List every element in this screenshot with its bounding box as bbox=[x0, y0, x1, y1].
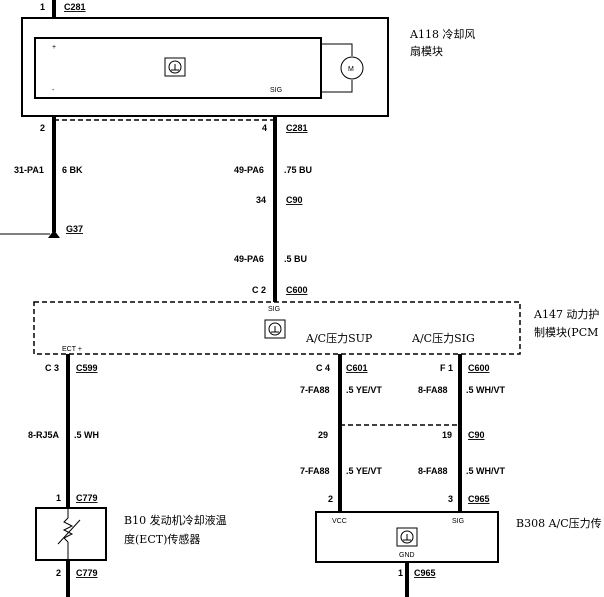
pin-mid-c2: C 2 bbox=[252, 285, 266, 295]
a147-sig: SIG bbox=[268, 306, 280, 313]
transistor-icon-pcm bbox=[264, 319, 286, 339]
b308-vcc: VCC bbox=[332, 518, 347, 525]
connector-c965-sig: C965 bbox=[468, 494, 490, 504]
circuit-31-pa1: 31-PA1 bbox=[14, 165, 44, 175]
a118-inner-box bbox=[34, 37, 322, 99]
pin-mid-34: 34 bbox=[256, 195, 266, 205]
thermistor-icon bbox=[57, 508, 81, 560]
ground-icon bbox=[48, 230, 60, 238]
connector-c600-sig: C600 bbox=[468, 363, 490, 373]
pin-top: 1 bbox=[40, 2, 45, 12]
circuit-49-pa6-1: 49-PA6 bbox=[234, 165, 264, 175]
b10-box bbox=[35, 507, 107, 561]
spec-ye-vt-2: .5 YE/VT bbox=[346, 466, 382, 476]
spec-05bu: .5 BU bbox=[284, 254, 307, 264]
connector-c599: C599 bbox=[76, 363, 98, 373]
a118-minus: - bbox=[52, 87, 55, 94]
transistor-icon bbox=[164, 57, 186, 77]
b10-label-line2: 度(ECT)传感器 bbox=[124, 532, 200, 546]
spec-075bu: .75 BU bbox=[284, 165, 312, 175]
b10-label-line1: B10 发动机冷却液温 bbox=[124, 513, 227, 527]
spec-wh-vt-1: .5 WH/VT bbox=[466, 385, 506, 395]
pin-b10-2: 2 bbox=[56, 568, 61, 578]
spec-05wh: .5 WH bbox=[74, 430, 99, 440]
b308-sig: SIG bbox=[452, 518, 464, 525]
connector-c601: C601 bbox=[346, 363, 368, 373]
circuit-8-rj5a: 8-RJ5A bbox=[28, 430, 60, 440]
a147-sigtxt: A/C压力SIG bbox=[411, 332, 475, 345]
a147-ect: ECT + bbox=[62, 346, 82, 353]
pin-b10-1: 1 bbox=[56, 493, 61, 503]
pin-b308-1: 1 bbox=[398, 568, 403, 578]
connector-c90-mid: C90 bbox=[286, 195, 303, 205]
connector-c90-sig: C90 bbox=[468, 430, 485, 440]
circuit-49-pa6-2: 49-PA6 bbox=[234, 254, 264, 264]
pin-sig-3: 3 bbox=[448, 494, 453, 504]
pin-mid-4: 4 bbox=[262, 123, 267, 133]
a118-plus: + bbox=[52, 44, 56, 51]
pin-ect-c3: C 3 bbox=[45, 363, 59, 373]
connector-c779-bot: C779 bbox=[76, 568, 98, 578]
spec-wh-vt-2: .5 WH/VT bbox=[466, 466, 506, 476]
motor-icon bbox=[321, 43, 364, 93]
b308-label: B308 A/C压力传 bbox=[516, 517, 602, 530]
connector-c965-gnd: C965 bbox=[414, 568, 436, 578]
spec-ye-vt-1: .5 YE/VT bbox=[346, 385, 382, 395]
connector-c779-top: C779 bbox=[76, 493, 98, 503]
a118-label-line2: 扇模块 bbox=[410, 44, 443, 58]
pin-sup-2: 2 bbox=[328, 494, 333, 504]
a147-sup: A/C压力SUP bbox=[305, 332, 373, 345]
pin-sup-c4: C 4 bbox=[316, 363, 330, 373]
a147-label-line2: 制模块(PCM bbox=[534, 326, 598, 339]
connector-c600-mid: C600 bbox=[286, 285, 308, 295]
a118-sig: SIG bbox=[270, 87, 282, 94]
ground-g37: G37 bbox=[66, 224, 83, 234]
circuit-7-fa88-2: 7-FA88 bbox=[300, 466, 330, 476]
a147-label-line1: A147 动力护 bbox=[533, 307, 599, 321]
b308-gnd: GND bbox=[399, 552, 415, 559]
circuit-7-fa88-1: 7-FA88 bbox=[300, 385, 330, 395]
a118-outer-box bbox=[21, 17, 389, 117]
spec-6bk: 6 BK bbox=[62, 165, 83, 175]
motor-label: M bbox=[348, 66, 354, 73]
connector-c281-mid: C281 bbox=[286, 123, 308, 133]
connector-c281-top: C281 bbox=[64, 2, 86, 12]
a118-label-line1: A118 冷却风 bbox=[409, 28, 475, 41]
a147-box bbox=[33, 301, 521, 355]
pin-sig-f1: F 1 bbox=[440, 363, 453, 373]
pin-sig-19: 19 bbox=[442, 430, 452, 440]
transistor-icon-b308 bbox=[396, 527, 418, 547]
pin-sup-29: 29 bbox=[318, 430, 328, 440]
circuit-8-fa88-1: 8-FA88 bbox=[418, 385, 448, 395]
circuit-8-fa88-2: 8-FA88 bbox=[418, 466, 448, 476]
pin-left-2: 2 bbox=[40, 123, 45, 133]
